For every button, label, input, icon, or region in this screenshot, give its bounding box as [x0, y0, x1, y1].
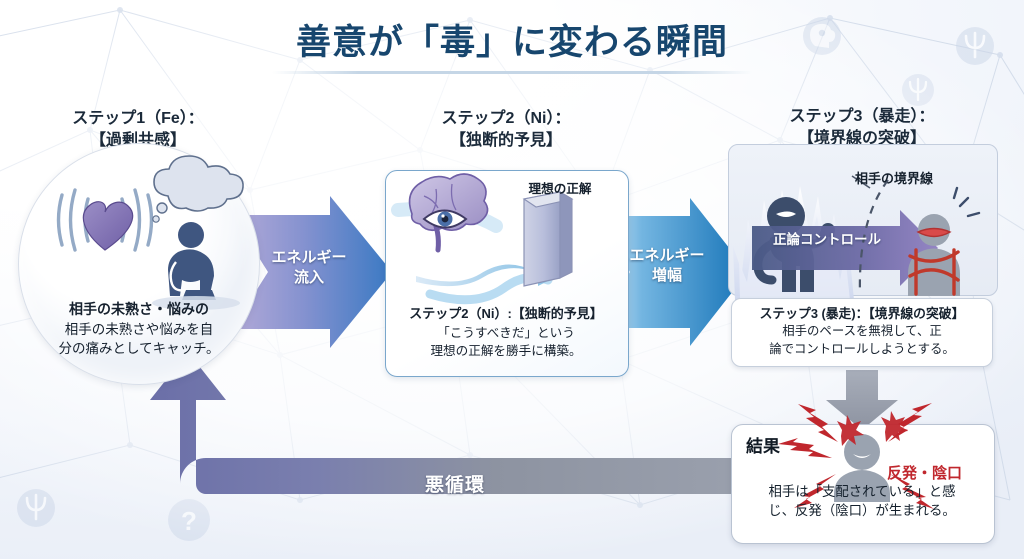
step3-panel — [728, 144, 998, 296]
step3-caption-bold: ステップ3 (暴走)：【境界線の突破】 — [759, 306, 965, 321]
page-title: 善意が「毒」に変わる瞬間 — [295, 23, 728, 62]
result-caption-line2: じ、反発（陰口）が生まれる。 — [768, 503, 956, 519]
title-divider — [272, 71, 752, 74]
step3-caption-line1: 相手のペースを無視して、正 — [782, 324, 942, 339]
result-caption-line1: 相手は「支配されている」と感 — [768, 484, 956, 499]
result-label: 結果 — [746, 437, 780, 456]
step2-caption-line2: 理想の正解を勝手に構築。 — [430, 343, 582, 358]
bad-cycle-label: 悪循環 — [424, 475, 485, 496]
result-caption: 相手は「支配されている」と感 じ、反発（陰口）が生まれる。 — [734, 482, 990, 521]
step1-caption: 相手の未熟さ・悩みの 相手の未熟さや悩みを自 分の痛みとしてキャッチ。 — [26, 300, 252, 358]
energy-amplify-label: エネルギー 増幅 — [629, 247, 705, 284]
energy-inflow-label: エネルギー 流入 — [271, 249, 347, 286]
step1-caption-line1: 相手の未熟さや悩みを自 — [64, 321, 214, 337]
step2-caption-bold: ステップ2（Ni）:【独断的予見】 — [409, 306, 603, 321]
step3-caption-line2: 論でコントロールしようとする。 — [769, 341, 955, 356]
control-arrow-label: 正論コントロール — [773, 232, 881, 247]
step1-caption-line2: 分の痛みとしてキャッチ。 — [58, 341, 220, 357]
step2-caption: ステップ2（Ni）:【独断的予見】 「こうすべきだ」という 理想の正解を勝手に構… — [387, 305, 625, 360]
step2-caption-line1: 「こうすべきだ」という — [437, 325, 575, 340]
ideal-answer-label: 理想の正解 — [528, 182, 592, 196]
boundary-label: 相手の境界線 — [855, 171, 934, 186]
step3-header: ステップ3（暴走）： 【境界線の突破】 — [789, 108, 935, 147]
step2-header: ステップ2（Ni）： 【独断的予見】 — [441, 110, 571, 149]
step3-caption: ステップ3 (暴走)：【境界線の突破】 相手のペースを無視して、正 論でコントロ… — [731, 298, 993, 368]
result-tag: 反発・陰口 — [887, 465, 963, 482]
step1-caption-bold: 相手の未熟さ・悩みの — [69, 301, 209, 317]
